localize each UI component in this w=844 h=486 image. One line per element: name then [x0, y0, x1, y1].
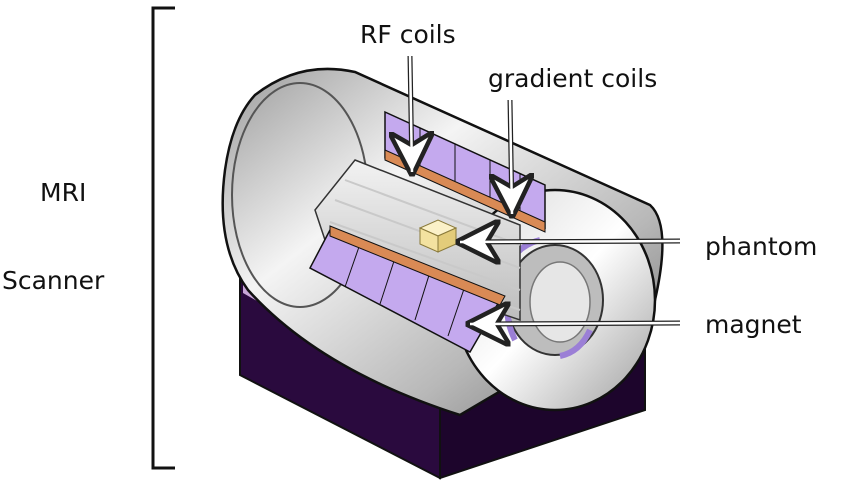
magnet-label: magnet: [705, 310, 802, 339]
gradient-coils-label: gradient coils: [488, 64, 658, 93]
scanner-label: Scanner: [2, 266, 105, 295]
mri-label: MRI: [40, 178, 87, 207]
rf-coils-label: RF coils: [360, 20, 456, 49]
phantom-label: phantom: [705, 232, 818, 261]
scanner-bracket: [151, 6, 175, 470]
gradient-coils-bottom: [308, 225, 506, 353]
